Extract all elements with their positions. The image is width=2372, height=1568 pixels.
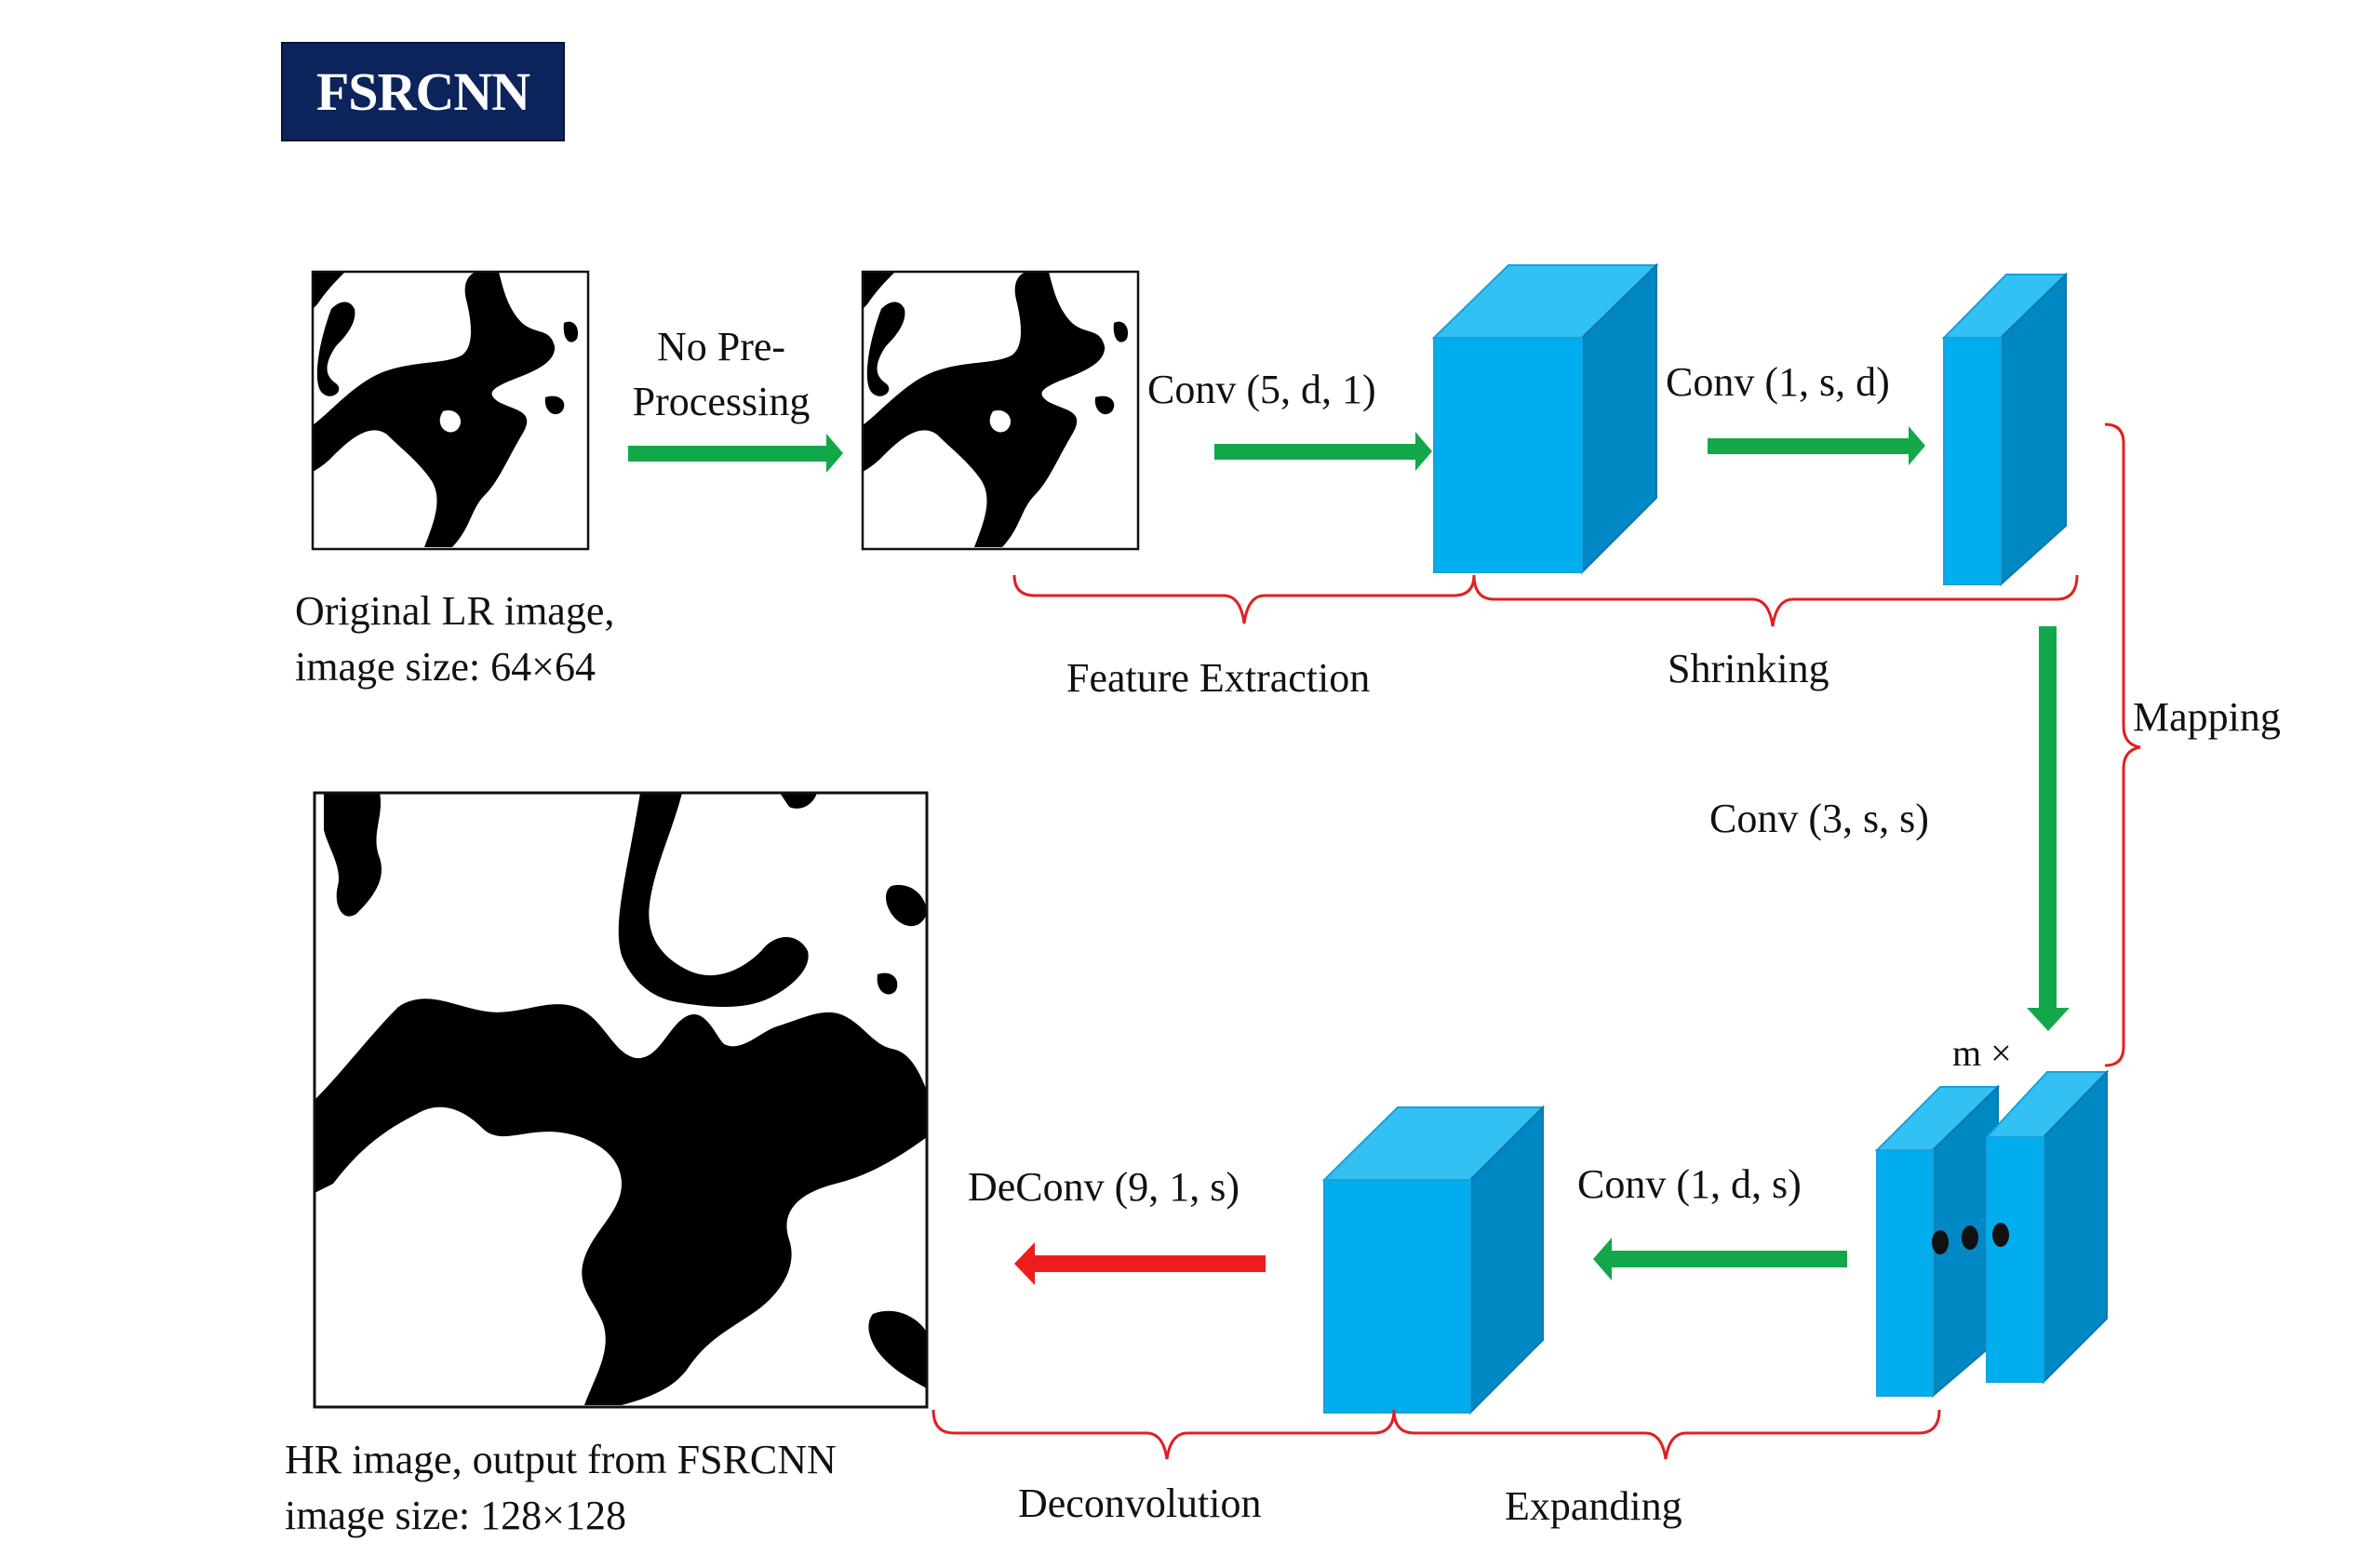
m-times-label: m × — [1952, 1032, 2012, 1074]
expanding-label: Expanding — [1505, 1483, 1682, 1529]
arrow-conv-shrinking — [1708, 426, 1925, 465]
original-lr-image — [311, 270, 590, 551]
no-preprocessing-line2: Processing — [632, 379, 811, 424]
hr-caption-line2: image size: 128×128 — [285, 1493, 626, 1538]
arrow-conv-mapping — [2027, 626, 2070, 1031]
title-badge: FSRCNN — [281, 42, 565, 141]
deconv-label: DeConv (9, 1, s) — [968, 1164, 1240, 1210]
conv-shrinking-label: Conv (1, s, d) — [1666, 359, 1890, 405]
original-caption-line2: image size: 64×64 — [295, 644, 596, 690]
conv-expanding-label: Conv (1, d, s) — [1577, 1161, 1802, 1207]
hr-caption-line1: HR image, output from FSRCNN — [285, 1437, 837, 1482]
brace-feature-extraction — [1012, 574, 1476, 624]
conv-feature-label: Conv (5, d, 1) — [1147, 367, 1376, 412]
arrow-conv-expanding — [1593, 1238, 1847, 1280]
hr-output-image — [313, 791, 929, 1409]
brace-shrinking — [1472, 574, 2079, 627]
original-caption-line1: Original LR image, — [295, 588, 615, 634]
brace-mapping — [2104, 422, 2141, 1067]
mapping-cube-back — [1984, 1069, 2110, 1385]
deconvolution-label: Deconvolution — [1018, 1481, 1262, 1526]
expanding-cube — [1321, 1105, 1546, 1415]
ellipsis-dots — [1932, 1223, 2009, 1254]
feature-extraction-cube — [1431, 262, 1659, 575]
mapping-label: Mapping — [2133, 694, 2281, 740]
arrow-deconv — [1014, 1242, 1266, 1285]
brace-expanding — [1392, 1409, 1941, 1460]
no-preprocessing-line1: No Pre- — [656, 324, 786, 369]
arrow-no-preprocessing — [628, 434, 843, 473]
conv-mapping-label: Conv (3, s, s) — [1709, 796, 1929, 841]
shrinking-label: Shrinking — [1668, 646, 1829, 691]
arrow-conv-feature — [1214, 432, 1432, 471]
shrinking-cube — [1941, 272, 2069, 587]
feature-extraction-label: Feature Extraction — [1066, 655, 1371, 701]
diagram-title: FSRCNN — [315, 61, 530, 122]
input-lr-image — [861, 270, 1140, 551]
brace-deconvolution — [931, 1409, 1396, 1460]
